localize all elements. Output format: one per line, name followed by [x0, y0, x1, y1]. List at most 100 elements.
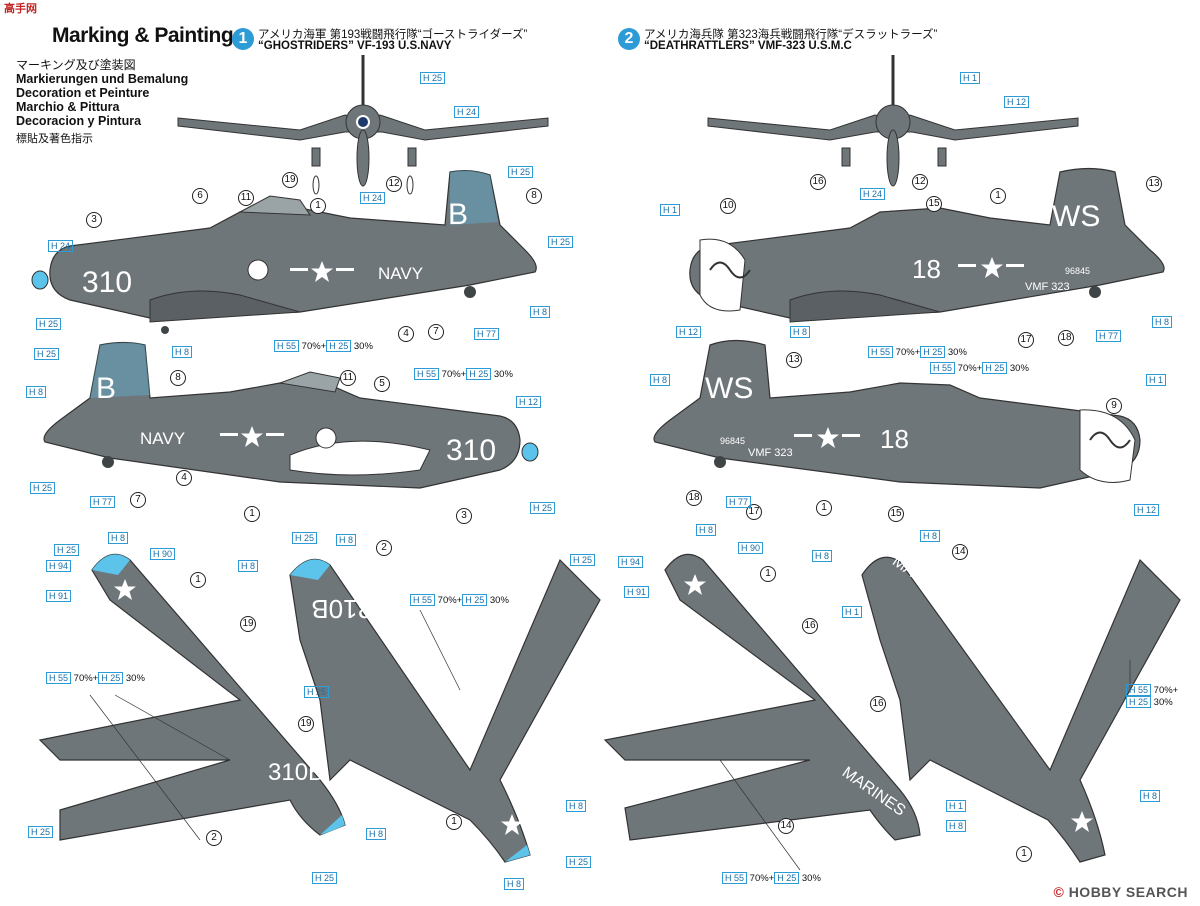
- color-label: H 77: [1096, 330, 1122, 342]
- scheme-1-side-left-navy: NAVY: [378, 264, 423, 283]
- color-label: H 8: [566, 800, 587, 812]
- color-label: H 1: [660, 204, 681, 216]
- callout-3: 3: [86, 212, 102, 228]
- scheme-1-side-left-310: 310: [82, 266, 132, 299]
- color-label: H 12: [516, 396, 542, 408]
- callout-16b: 16: [802, 618, 818, 634]
- color-label: H 90: [738, 542, 764, 554]
- color-label: H 77: [726, 496, 752, 508]
- callout-16c: 16: [870, 696, 886, 712]
- callout-19: 19: [282, 172, 298, 188]
- scheme-2-side-left-ws: WS: [1052, 200, 1100, 233]
- color-label: H 25: [566, 856, 592, 868]
- color-label: H 8: [26, 386, 47, 398]
- color-label: H 25: [292, 532, 318, 544]
- callout-1b: 1: [244, 506, 260, 522]
- callout-19b: 19: [240, 616, 256, 632]
- color-label: H 25: [570, 554, 596, 566]
- paint-mix-note: H 55 70%+H 25 30%: [46, 672, 145, 684]
- scheme-2-side-right-vmf: VMF 323: [748, 447, 793, 459]
- heading-lang-it: Marchio & Pittura: [16, 100, 120, 114]
- color-label: H 25: [548, 236, 574, 248]
- color-label: H 8: [530, 306, 551, 318]
- color-label: H 8: [238, 560, 259, 572]
- callout-16: 16: [810, 174, 826, 190]
- callout-4: 4: [398, 326, 414, 342]
- color-label: H 24: [360, 192, 386, 204]
- watermark-hobby-search: © HOBBY SEARCH: [1053, 884, 1188, 900]
- color-label: H 8: [946, 820, 967, 832]
- color-label: H 8: [650, 374, 671, 386]
- scheme-1-bottom-b310: 310B: [311, 594, 372, 624]
- scheme-2-top-view: MARINES: [603, 553, 921, 841]
- color-label: H 25: [304, 686, 330, 698]
- callout-15b: 15: [888, 506, 904, 522]
- callout-7b: 7: [130, 492, 146, 508]
- color-label: H 25: [34, 348, 60, 360]
- scheme-2-side-left-18: 18: [912, 254, 941, 284]
- scheme-1-side-right-b: B: [96, 372, 116, 405]
- heading-lang-es: Decoracion y Pintura: [16, 114, 142, 128]
- scheme-2-front-view: [707, 55, 1079, 187]
- color-label: H 91: [624, 586, 650, 598]
- color-label: H 8: [696, 524, 717, 536]
- callout-13b: 13: [786, 352, 802, 368]
- color-label: H 8: [812, 550, 833, 562]
- callout-4b: 4: [176, 470, 192, 486]
- callout-17b: 17: [746, 504, 762, 520]
- color-label: H 94: [46, 560, 72, 572]
- scheme-1-title-jp: アメリカ海軍 第193戦闘飛行隊“ゴーストライダーズ”: [258, 29, 528, 41]
- callout-1c: 1: [190, 572, 206, 588]
- paint-mix-note: H 55 70%+H 25 30%: [930, 362, 1029, 374]
- scheme-1-top-view: 310B: [38, 553, 346, 841]
- color-label: H 1: [842, 606, 863, 618]
- callout-1: 1: [310, 198, 326, 214]
- color-label: H 91: [46, 590, 72, 602]
- scheme-2-side-left-vmf: VMF 323: [1025, 281, 1070, 293]
- callout-10: 10: [720, 198, 736, 214]
- color-label: H 12: [1004, 96, 1030, 108]
- scheme-2-side-right-18: 18: [880, 424, 909, 454]
- color-label: H 90: [150, 548, 176, 560]
- scheme-1-side-view-right: 310 NAVY B: [43, 341, 539, 489]
- color-label: H 25: [30, 482, 56, 494]
- callout-1d: 1: [446, 814, 462, 830]
- color-label: H 1: [946, 800, 967, 812]
- scheme-1-top-310b: 310B: [268, 759, 324, 786]
- scheme-1-side-right-navy: NAVY: [140, 429, 185, 448]
- callout-1g: 1: [760, 566, 776, 582]
- heading-lang-fr: Decoration et Peinture: [16, 86, 150, 100]
- scheme-2-side-view-right: 18 WS VMF 323 96845: [653, 339, 1141, 489]
- callout-18b: 18: [686, 490, 702, 506]
- color-label: H 77: [474, 328, 500, 340]
- scheme-1-side-left-b: B: [448, 198, 468, 231]
- color-label: H 25: [530, 502, 556, 514]
- callout-14: 14: [952, 544, 968, 560]
- callout-5: 5: [374, 376, 390, 392]
- callout-17: 17: [1018, 332, 1034, 348]
- color-label: H 8: [336, 534, 357, 546]
- paint-mix-note: H 55 70%+H 25 30%: [410, 594, 509, 606]
- callout-8b: 8: [170, 370, 186, 386]
- page-title: Marking & Painting: [52, 24, 234, 47]
- scheme-1-side-right-310: 310: [446, 434, 496, 467]
- paint-mix-note: H 55 70%+H 25 30%: [1126, 684, 1178, 708]
- callout-12: 12: [386, 176, 402, 192]
- paint-mix-note: H 55 70%+H 25 30%: [274, 340, 373, 352]
- heading-lang-de: Markierungen und Bemalung: [16, 72, 189, 86]
- callout-8: 8: [526, 188, 542, 204]
- color-label: H 24: [454, 106, 480, 118]
- paint-mix-note: H 55 70%+H 25 30%: [868, 346, 967, 358]
- color-label: H 8: [1152, 316, 1173, 328]
- color-label: H 25: [36, 318, 62, 330]
- callout-6: 6: [192, 188, 208, 204]
- paint-mix-note: H 55 70%+H 25 30%: [414, 368, 513, 380]
- color-label: H 25: [54, 544, 80, 556]
- paint-mix-note: H 55 70%+H 25 30%: [722, 872, 821, 884]
- color-label: H 77: [90, 496, 116, 508]
- color-label: H 25: [312, 872, 338, 884]
- callout-19c: 19: [298, 716, 314, 732]
- color-label: H 25: [28, 826, 54, 838]
- color-label: H 8: [172, 346, 193, 358]
